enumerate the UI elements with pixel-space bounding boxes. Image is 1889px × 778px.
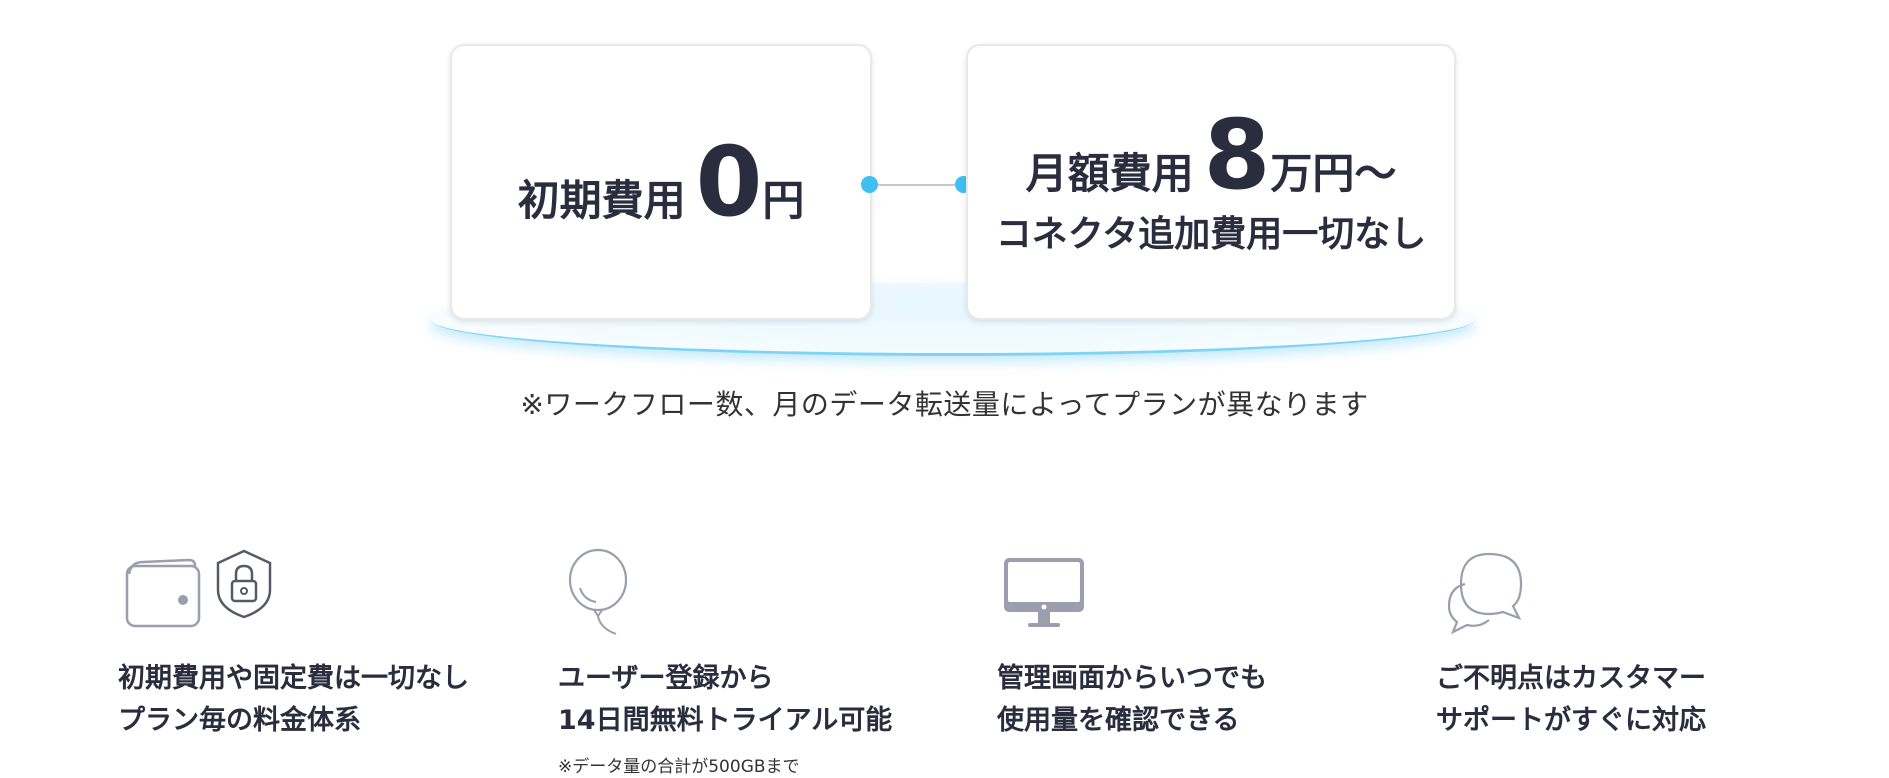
feature-icon-area [997,548,1397,638]
connector-dot-left [861,176,878,193]
feature-title: 初期費用や固定費は一切なし プラン毎の料金体系 [118,658,518,742]
monthly-cost-unit: 万円〜 [1270,149,1397,198]
monthly-cost-card: 月額費用 8 万円〜 コネクタ追加費用一切なし [966,44,1456,320]
monthly-cost-subtext: コネクタ追加費用一切なし [995,214,1427,255]
card-connector-line [869,184,966,186]
initial-cost-unit: 円 [762,176,805,225]
feature-title-line2: サポートがすぐに対応 [1436,705,1706,736]
monthly-cost-label: 月額費用 [1025,149,1194,198]
feature-title: ユーザー登録から 14日間無料トライアル可能 [558,658,958,742]
monthly-cost-line: 月額費用 8 万円〜 [1026,107,1397,203]
feature-icon-area [558,548,958,638]
monitor-icon [1004,558,1084,627]
feature-icon-area [118,548,518,638]
shield-lock-icon [216,549,272,619]
feature-usage-dashboard: 管理画面からいつでも 使用量を確認できる [997,548,1397,742]
feature-title-line1: ご不明点はカスタマー [1436,663,1706,694]
initial-cost-amount: 0 [695,126,763,238]
feature-icon-area [1436,548,1836,638]
feature-title-line1: ユーザー登録から [558,663,774,694]
chat-bubbles-icon [1447,552,1523,634]
feature-title-line2: 使用量を確認できる [997,705,1240,736]
feature-customer-support: ご不明点はカスタマー サポートがすぐに対応 [1436,548,1836,742]
initial-cost-line: 初期費用 0 円 [518,134,805,230]
feature-title: 管理画面からいつでも 使用量を確認できる [997,658,1397,742]
wallet-icon [125,558,201,628]
feature-title: ご不明点はカスタマー サポートがすぐに対応 [1436,658,1836,742]
balloon-icon [568,548,628,635]
feature-title-line1: 管理画面からいつでも [997,663,1267,694]
feature-free-trial: ユーザー登録から 14日間無料トライアル可能 ※データ量の合計が500GBまで [558,548,958,777]
pricing-note: ※ワークフロー数、月のデータ転送量によってプランが異なります [520,388,1369,421]
monthly-cost-amount: 8 [1203,99,1271,211]
initial-cost-label: 初期費用 [517,176,686,225]
feature-note: ※データ量の合計が500GBまで [558,757,800,777]
feature-title-line2: 14日間無料トライアル可能 [558,705,893,736]
feature-no-fixed-cost: 初期費用や固定費は一切なし プラン毎の料金体系 [118,548,518,742]
feature-title-line1: 初期費用や固定費は一切なし [118,663,469,694]
feature-title-line2: プラン毎の料金体系 [118,705,361,736]
initial-cost-card: 初期費用 0 円 [450,44,872,320]
